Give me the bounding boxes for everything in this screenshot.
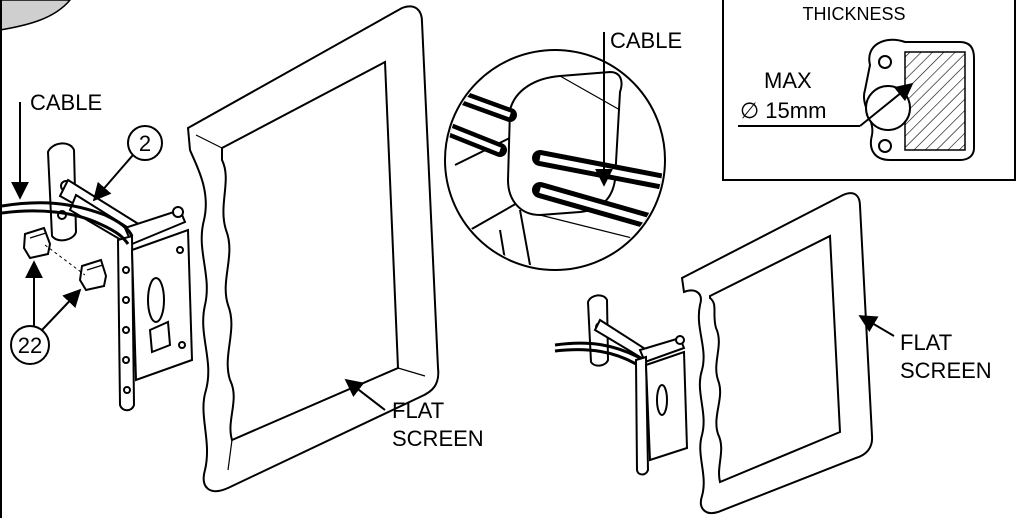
flat-screen-label-2-line1: FLAT [900,330,952,355]
callout-part-22-number: 22 [18,333,42,358]
cable-clip-detail [444,49,666,271]
cable-label-detail: CABLE [610,28,682,53]
flat-screen-arrow-1 [344,378,386,411]
flat-screen-label-1-line2: SCREEN [392,426,484,451]
flat-screen-label-2-line2: SCREEN [900,358,992,383]
wall-mount-secondary [554,294,689,476]
flat-screen-label-1-line1: FLAT [392,398,444,423]
callout-part-2: 2 [92,125,163,202]
cable-label-main: CABLE [30,90,102,115]
max-label: MAX [764,68,812,93]
callout-part-2-number: 2 [139,131,151,156]
diameter-label: ∅ 15mm [740,98,826,123]
thickness-inset [722,0,1016,181]
wall-mount-main [1,142,194,412]
flat-screen-main [186,5,440,493]
page-corner-tab [0,0,71,31]
callout-part-22: 22 [10,260,82,365]
thickness-label: THICKNESS [802,4,905,24]
flat-screen-arrow-2 [858,315,895,337]
flat-screen-secondary [680,192,874,514]
